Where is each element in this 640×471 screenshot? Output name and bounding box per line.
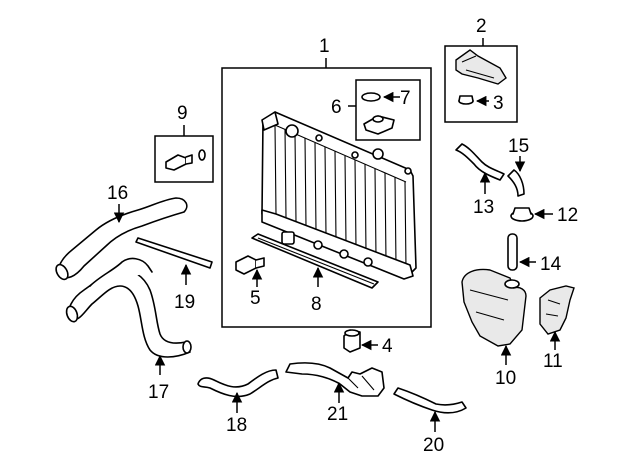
hose-13 [455, 143, 505, 181]
callout-2: 2 [476, 16, 487, 37]
callout-5: 5 [250, 288, 261, 309]
radiator-core [261, 111, 417, 280]
clip-3 [458, 95, 474, 105]
hose-19 [135, 237, 213, 269]
upper-hose-16 [55, 197, 188, 281]
callout-6: 6 [331, 97, 342, 118]
radiator-lower-bar [251, 233, 379, 289]
callout-20: 20 [423, 435, 444, 456]
reservoir-bracket [539, 285, 575, 335]
hose-14 [507, 233, 518, 271]
callout-12: 12 [557, 205, 578, 226]
callout-10: 10 [495, 368, 516, 389]
hose-18 [197, 369, 279, 398]
air-guide [455, 49, 507, 85]
callout-16: 16 [107, 183, 128, 204]
callout-13: 13 [473, 197, 494, 218]
callout-18: 18 [226, 415, 247, 436]
callout-7: 7 [400, 88, 411, 109]
drain-plug [235, 255, 265, 275]
callout-3: 3 [493, 93, 504, 114]
callout-17: 17 [148, 382, 169, 403]
temperature-sensor [165, 149, 206, 171]
cap-seal-o-ring [361, 92, 381, 102]
lower-hose-17 [65, 257, 192, 358]
reservoir-cap-12 [510, 207, 534, 222]
callout-8: 8 [311, 294, 322, 315]
callout-11: 11 [543, 351, 563, 372]
callout-15: 15 [508, 136, 529, 157]
callout-14: 14 [540, 254, 562, 275]
hose-20 [393, 387, 467, 414]
coolant-reservoir [461, 268, 527, 347]
cap-group-box [355, 79, 421, 141]
radiator-cap [363, 115, 395, 135]
callout-4: 4 [382, 336, 393, 357]
callout-9: 9 [177, 103, 188, 124]
clamp-4 [343, 329, 361, 353]
callout-21: 21 [327, 404, 348, 425]
callout-1: 1 [319, 36, 330, 57]
callout-19: 19 [174, 292, 195, 313]
air-guide-box [444, 45, 518, 123]
hose-15 [507, 169, 525, 197]
hose-21 [285, 362, 385, 397]
